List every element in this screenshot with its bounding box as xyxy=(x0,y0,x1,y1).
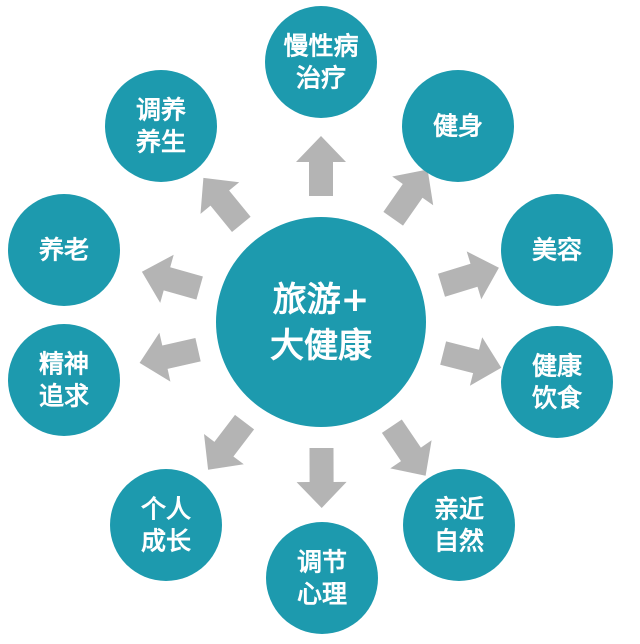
node-fitness: 健身 xyxy=(402,70,514,182)
node-circle-fitness xyxy=(402,70,514,182)
arrow-personal-growth xyxy=(204,414,255,470)
node-label-healthy-diet-line-2: 饮食 xyxy=(531,384,583,413)
node-label-beauty-line-1: 美容 xyxy=(532,236,582,265)
node-circle-wellness xyxy=(105,70,217,182)
arrow-wellness xyxy=(200,177,251,232)
center-circle xyxy=(216,217,426,427)
node-label-chronic-disease-line-1: 慢性病 xyxy=(283,32,358,61)
node-circle-healthy-diet xyxy=(501,326,613,438)
node-circle-beauty xyxy=(501,194,613,306)
node-label-wellness-line-2: 养生 xyxy=(135,128,186,157)
node-label-psych-adjust-line-1: 调节 xyxy=(297,548,347,577)
center-label-line-1: 旅游+ xyxy=(273,280,370,320)
node-label-close-to-nature-line-1: 亲近 xyxy=(434,495,484,524)
arrow-beauty xyxy=(438,251,499,300)
node-label-psych-adjust-line-2: 心理 xyxy=(297,580,347,609)
arrow-chronic-disease xyxy=(296,136,346,196)
node-label-fitness-line-1: 健身 xyxy=(433,112,483,141)
arrow-fitness xyxy=(383,169,434,226)
node-label-close-to-nature-line-2: 自然 xyxy=(434,527,484,556)
arrow-healthy-diet xyxy=(440,337,502,386)
arrows-layer xyxy=(139,136,502,508)
arrow-spiritual-pursuit xyxy=(139,332,201,382)
node-circle-close-to-nature xyxy=(403,469,515,581)
node-label-personal-growth-line-1: 个人 xyxy=(141,495,191,524)
node-elderly-care: 养老 xyxy=(8,194,120,306)
node-circle-personal-growth xyxy=(110,469,222,581)
node-circle-psych-adjust xyxy=(266,522,378,634)
arrow-elderly-care xyxy=(141,254,203,303)
node-label-healthy-diet-line-1: 健康 xyxy=(532,352,583,381)
node-label-chronic-disease-line-2: 治疗 xyxy=(296,64,346,93)
arrow-close-to-nature xyxy=(381,419,432,476)
node-label-spiritual-pursuit-line-1: 精神 xyxy=(39,350,89,379)
node-label-personal-growth-line-2: 成长 xyxy=(141,527,192,556)
center-label-line-2: 大健康 xyxy=(270,326,372,366)
center-hub: 旅游+ 大健康 xyxy=(216,217,426,427)
node-circle-elderly-care xyxy=(8,194,120,306)
arrow-psych-adjust xyxy=(296,448,347,508)
node-circle-chronic-disease xyxy=(265,6,377,118)
node-circle-spiritual-pursuit xyxy=(8,324,120,436)
node-label-wellness-line-1: 调养 xyxy=(136,96,186,125)
node-label-spiritual-pursuit-line-2: 追求 xyxy=(39,382,89,411)
node-label-elderly-care-line-1: 养老 xyxy=(38,236,89,265)
node-beauty: 美容 xyxy=(501,194,613,306)
